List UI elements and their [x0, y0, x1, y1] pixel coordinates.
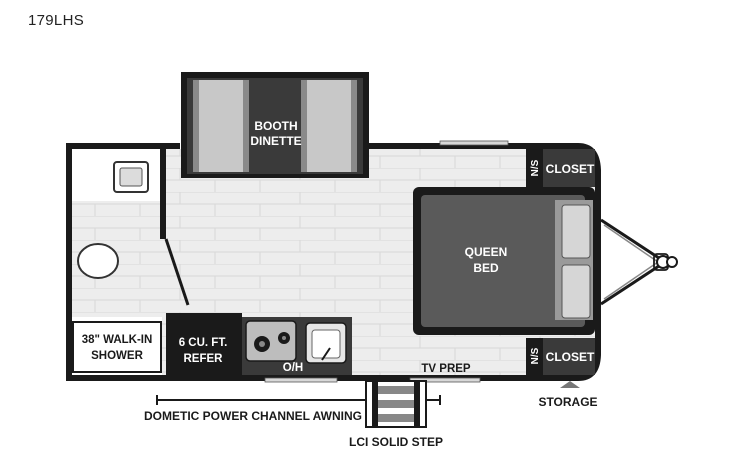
model-name: 179LHS — [28, 12, 85, 29]
booth-dinette: BOOTH DINETTE — [181, 72, 369, 178]
closet-label-top: CLOSET — [546, 162, 595, 176]
refer-label-1: 6 CU. FT. — [179, 337, 228, 349]
tv-prep-label: TV PREP — [421, 363, 471, 375]
pillow-icon — [561, 264, 591, 319]
storage-label: STORAGE — [538, 395, 597, 409]
refer-label-2: REFER — [184, 353, 224, 365]
closet-bottom: N/S CLOSET — [526, 338, 595, 375]
closet-label-bottom: CLOSET — [546, 350, 595, 364]
booth-dinette-label-2: DINETTE — [250, 134, 301, 148]
entry-step: LCI SOLID STEP — [349, 380, 443, 449]
storage: STORAGE — [538, 381, 598, 409]
bathroom: 38" WALK-IN SHOWER — [72, 149, 190, 375]
pillow-icon — [561, 204, 591, 259]
queen-bed-label-1: QUEEN — [465, 245, 508, 259]
awning-label: DOMETIC POWER CHANNEL AWNING — [144, 409, 362, 423]
shower-label-2: SHOWER — [91, 350, 143, 362]
toilet-icon — [77, 243, 119, 279]
hitch — [600, 218, 678, 306]
oh-label: O/H — [283, 362, 303, 374]
refrigerator: 6 CU. FT. REFER — [166, 313, 242, 375]
kitchen-counter: O/H — [242, 317, 352, 375]
ns-label-bottom: N/S — [530, 347, 541, 364]
ns-label-top: N/S — [530, 159, 541, 176]
closet-top: N/S CLOSET — [526, 149, 595, 187]
queen-bed: QUEEN BED — [413, 187, 595, 335]
storage-arrow-icon — [560, 381, 580, 388]
step-label: LCI SOLID STEP — [349, 435, 443, 449]
shower-label-1: 38" WALK-IN — [82, 334, 153, 346]
booth-dinette-label-1: BOOTH — [254, 119, 297, 133]
shower — [72, 321, 162, 373]
queen-bed-label-2: BED — [473, 261, 499, 275]
